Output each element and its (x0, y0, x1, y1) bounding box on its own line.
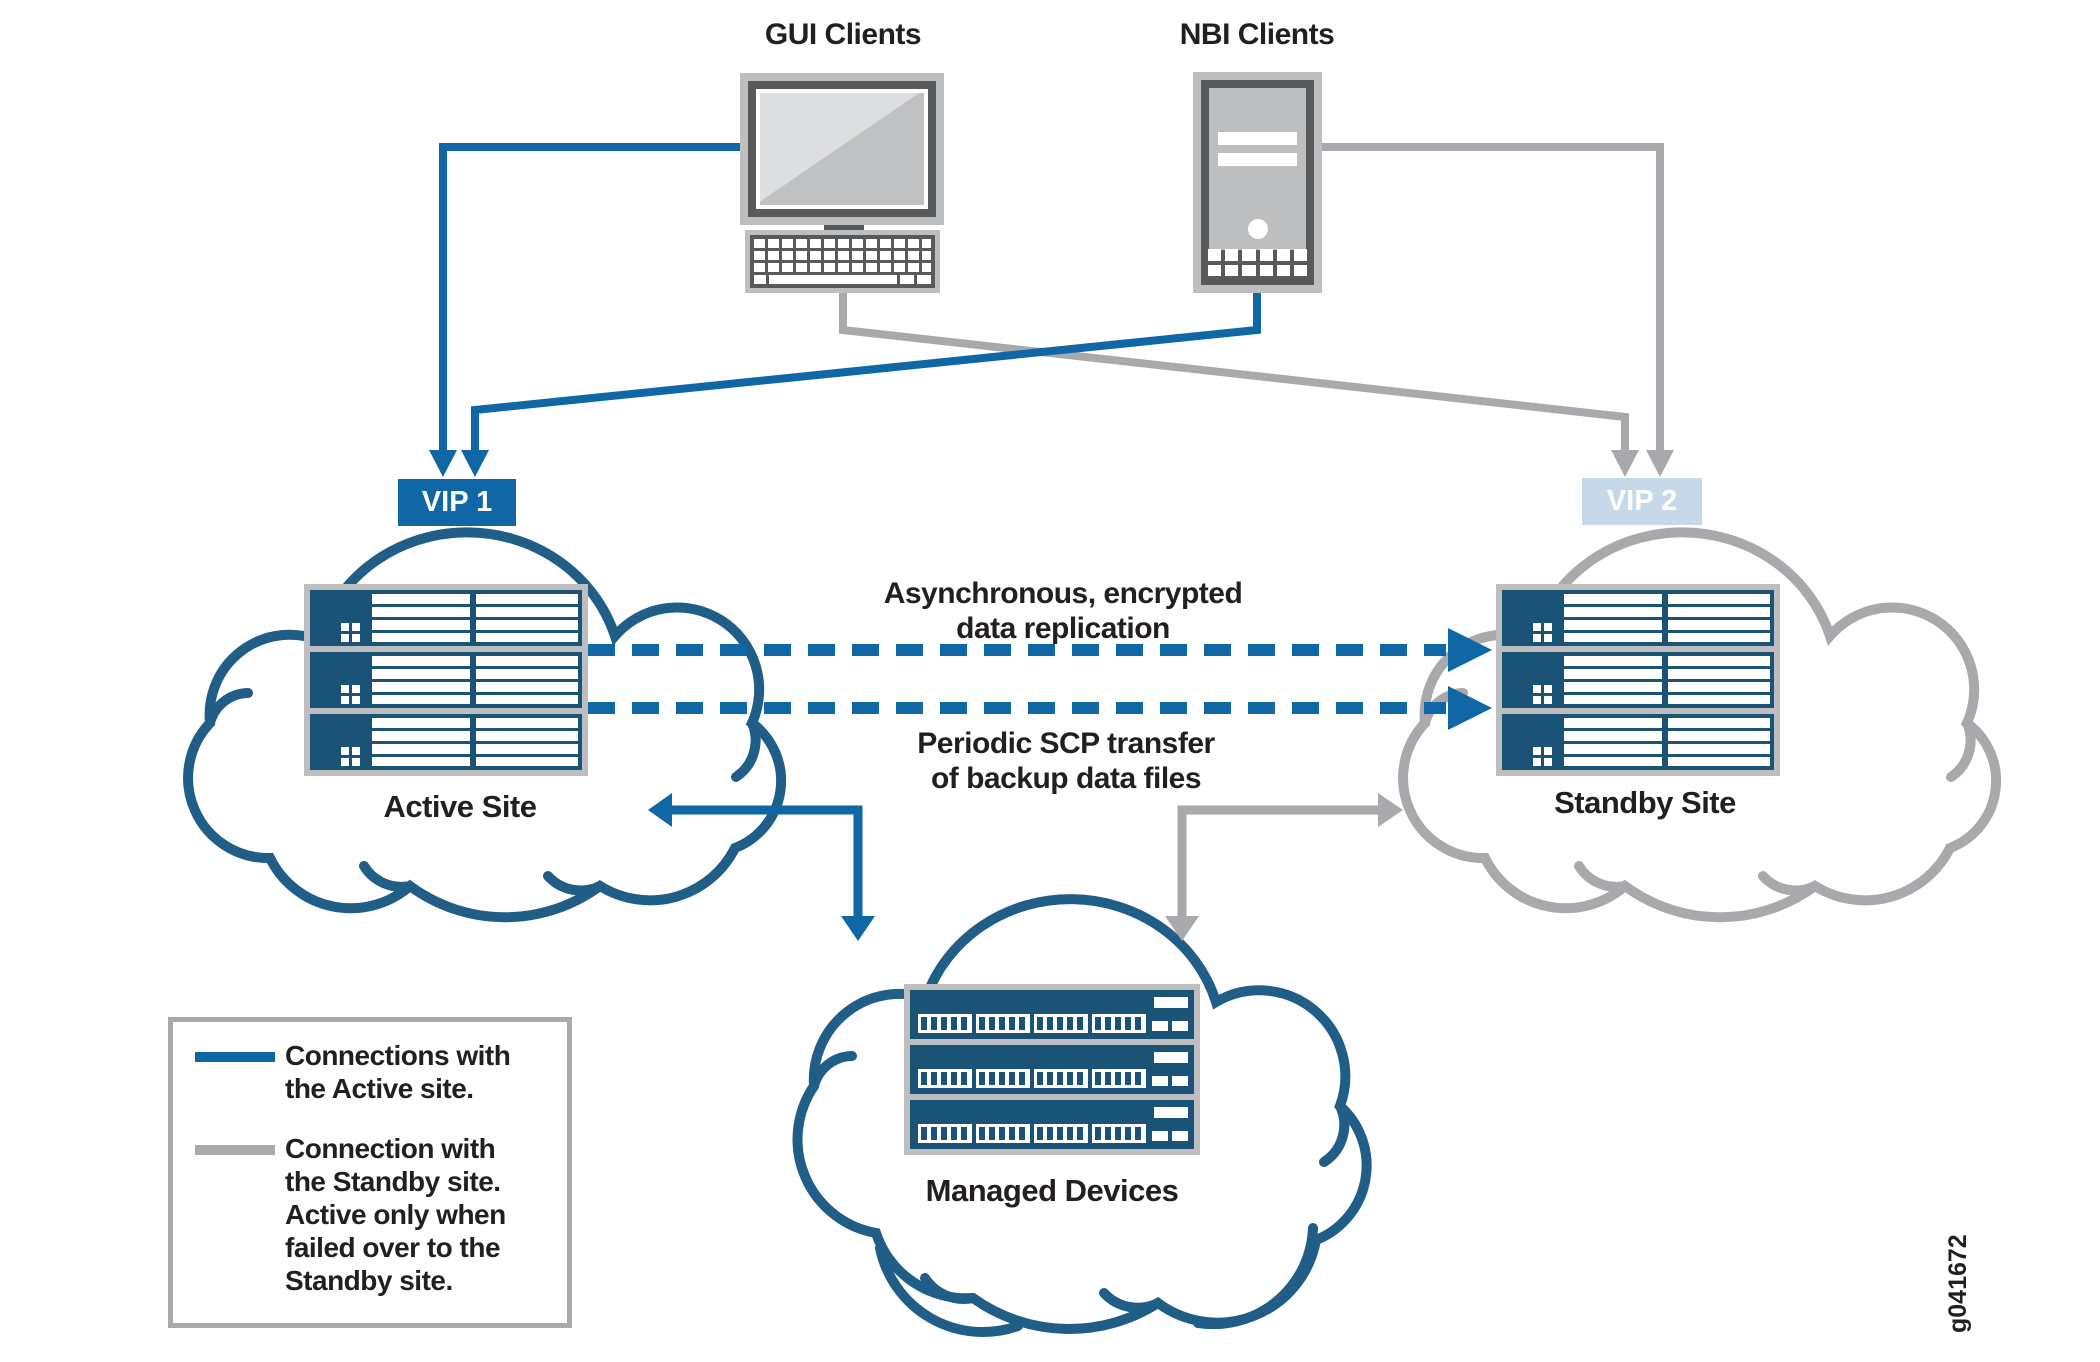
monitor-icon (740, 73, 944, 225)
standby-cloud-curl (1574, 861, 1630, 892)
gui-to-vip1-line (439, 143, 740, 450)
active-cloud-curl (543, 871, 605, 896)
active-to-managed-line (672, 805, 863, 916)
vip1-arrowhead-left (429, 450, 457, 477)
vip2-arrowhead-right (1646, 450, 1674, 477)
server-unit (310, 714, 582, 770)
standby-cloud-curl (1758, 871, 1820, 896)
tower-vents (1208, 249, 1307, 276)
server-unit (1502, 652, 1774, 708)
standby-elbow-arrowhead-right (1378, 793, 1403, 827)
standby-site-label: Standby Site (1554, 785, 1736, 820)
server-unit (310, 652, 582, 708)
server-logo-icon (341, 747, 360, 766)
drive-slot (1218, 153, 1297, 166)
keyboard-icon (745, 230, 940, 293)
gui-to-vip2-line (839, 293, 1629, 450)
scp-annotation: Periodic SCP transfer of backup data fil… (866, 726, 1266, 796)
replication-annotation-line1: Asynchronous, encrypted (883, 577, 1243, 610)
active-site-servers (304, 584, 588, 776)
vip1-arrowhead-right (461, 450, 489, 477)
managed-cloud-bottom-arc (1193, 1223, 1318, 1330)
managed-devices-switches (904, 984, 1200, 1155)
vip1-label: VIP 1 (421, 486, 493, 518)
screen-glare (760, 93, 920, 202)
switch-unit (910, 1045, 1194, 1094)
legend-active-swatch (195, 1052, 275, 1062)
scp-annotation-line2: of backup data files (930, 762, 1202, 795)
server-logo-icon (1533, 623, 1552, 642)
standby-to-managed-line (1177, 805, 1378, 916)
legend-standby-swatch (195, 1145, 275, 1155)
switch-unit (910, 990, 1194, 1039)
nbi-clients-label: NBI Clients (1179, 18, 1335, 51)
server-unit (1502, 714, 1774, 770)
replication-arrowhead-2 (1448, 686, 1492, 730)
power-button-icon (1247, 219, 1268, 239)
managed-devices-label: Managed Devices (925, 1173, 1179, 1208)
vip2-badge: VIP 2 (1582, 478, 1702, 525)
nbi-to-vip1-line (471, 293, 1261, 450)
switch-ports (918, 1124, 1146, 1143)
managed-cloud-curl (1099, 1288, 1163, 1313)
vip2-label: VIP 2 (1606, 485, 1678, 517)
figure-id: g041672 (1944, 1234, 1972, 1333)
active-cloud-curl (205, 688, 253, 728)
replication-annotation: Asynchronous, encrypted data replication (863, 576, 1263, 646)
legend-active-text: Connections with the Active site. (285, 1040, 511, 1104)
active-cloud-curl (731, 718, 761, 782)
active-cloud-curl (359, 861, 415, 892)
scp-annotation-line1: Periodic SCP transfer (917, 727, 1215, 760)
managed-cloud-curl (1319, 1101, 1350, 1167)
server-logo-icon (341, 623, 360, 642)
switch-ports (918, 1069, 1146, 1088)
gui-clients-label: GUI Clients (764, 18, 922, 51)
replication-annotation-line2: data replication (956, 612, 1170, 645)
server-unit (1502, 590, 1774, 646)
managed-cloud-curl (809, 1051, 857, 1091)
server-logo-icon (1533, 685, 1552, 704)
standby-elbow-arrowhead-down (1165, 916, 1199, 941)
vip1-badge: VIP 1 (398, 479, 516, 526)
vip2-arrowhead-left (1611, 450, 1639, 477)
legend-standby-text: Connection with the Standby site. Active… (285, 1133, 506, 1296)
active-elbow-arrowhead-left (648, 793, 672, 827)
standby-cloud-curl (1946, 718, 1976, 782)
standby-site-servers (1496, 584, 1780, 776)
legend-box: Connections with the Active site. Connec… (168, 1017, 572, 1328)
active-elbow-arrowhead-down (841, 916, 875, 941)
server-unit (310, 590, 582, 646)
managed-cloud-curl (920, 1273, 978, 1304)
replication-arrowhead-1 (1448, 628, 1492, 672)
switch-ports (918, 1014, 1146, 1033)
server-logo-icon (341, 685, 360, 704)
managed-cloud-bottom-arc (875, 1243, 1023, 1337)
switch-unit (910, 1100, 1194, 1149)
drive-slot (1218, 132, 1297, 145)
nbi-to-vip2-line (1322, 143, 1664, 450)
nbi-client-device (1193, 72, 1322, 293)
active-site-label: Active Site (383, 789, 537, 824)
server-logo-icon (1533, 747, 1552, 766)
